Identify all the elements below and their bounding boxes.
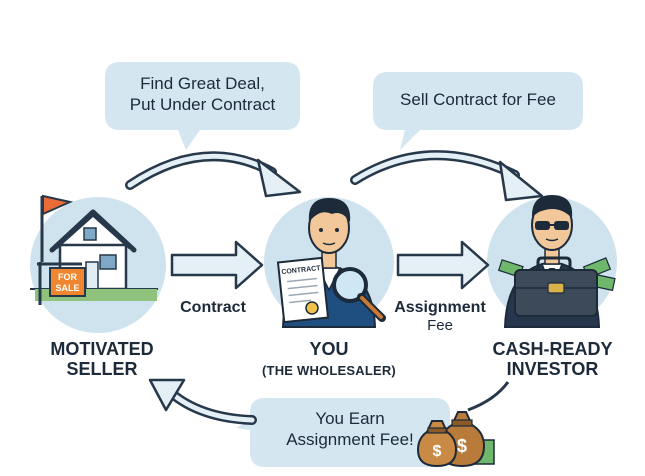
find-deal-line2: Put Under Contract bbox=[129, 94, 276, 114]
contract-document-label: CONTRACT bbox=[281, 265, 322, 276]
sell-contract-bubble bbox=[373, 72, 583, 150]
curved-arrow-back-to-seller bbox=[148, 378, 257, 425]
person-with-contract-icon: CONTRACT bbox=[276, 198, 386, 328]
investor-with-briefcase-icon bbox=[497, 195, 616, 328]
for-sale-sign bbox=[49, 267, 86, 297]
curved-arrow-from-investor bbox=[467, 381, 510, 412]
sell-contract-text: Sell Contract for Fee bbox=[373, 90, 583, 111]
arrow-seller-to-wholesaler bbox=[170, 240, 264, 290]
find-deal-bubble bbox=[105, 62, 300, 150]
seller-title-line1: MOTIVATED bbox=[50, 339, 154, 359]
arrow-wholesaler-to-investor bbox=[396, 240, 490, 290]
for-sale-line1: FOR bbox=[58, 272, 77, 282]
contract-label-text: Contract bbox=[180, 299, 246, 316]
investor-title: CASH-READY INVESTOR bbox=[470, 339, 635, 380]
seller-title-line2: SELLER bbox=[66, 358, 138, 379]
contract-label: Contract bbox=[168, 298, 258, 318]
svg-text:$: $ bbox=[433, 443, 442, 460]
find-deal-text: Find Great Deal, Put Under Contract bbox=[105, 74, 300, 115]
wholesaler-title-line1: YOU bbox=[309, 339, 349, 359]
money-bags-icon: $ $ $ bbox=[416, 411, 495, 468]
wholesaler-title: YOU (THE WHOLESALER) bbox=[244, 339, 414, 378]
find-deal-line1: Find Great Deal, bbox=[140, 74, 265, 93]
investor-title-line1: CASH-READY bbox=[492, 339, 613, 359]
wholesaler-title-line2: (THE WHOLESALER) bbox=[262, 362, 396, 378]
house-icon: FOR SALE bbox=[30, 194, 158, 305]
curved-arrow-to-wholesaler bbox=[125, 151, 302, 198]
you-earn-text: You Earn Assignment Fee! bbox=[250, 409, 450, 450]
you-earn-line1: You Earn bbox=[315, 409, 385, 428]
you-earn-bubble bbox=[236, 398, 450, 467]
curved-arrow-to-investor bbox=[350, 150, 544, 202]
svg-text:$: $ bbox=[457, 436, 467, 456]
assignment-fee-line1: Assignment bbox=[394, 299, 486, 316]
investor-title-line2: INVESTOR bbox=[506, 358, 599, 379]
assignment-fee-line2: Fee bbox=[427, 317, 453, 335]
sell-contract-line1: Sell Contract for Fee bbox=[400, 90, 556, 109]
seller-title: MOTIVATED SELLER bbox=[22, 339, 182, 380]
for-sale-line2: SALE bbox=[55, 283, 79, 293]
you-earn-line2: Assignment Fee! bbox=[286, 429, 414, 449]
magnifier-icon bbox=[332, 267, 386, 322]
assignment-fee-label: Assignment Fee bbox=[385, 298, 495, 335]
